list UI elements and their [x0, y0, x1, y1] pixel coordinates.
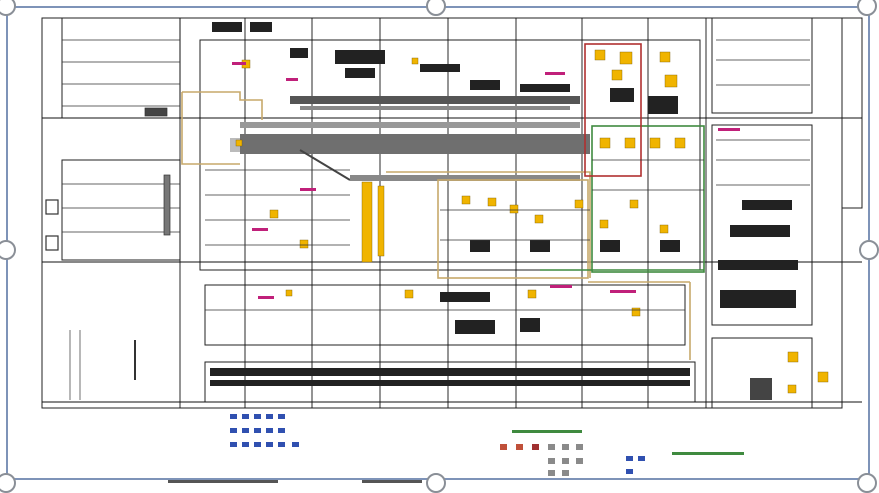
resize-handle-middle-right-icon[interactable]: [859, 240, 879, 260]
left-stair-core: [45, 39, 180, 400]
resize-handle-middle-left-icon[interactable]: [0, 240, 16, 260]
room-dividers: [205, 39, 810, 311]
bottom-legend-blue: [230, 414, 645, 474]
resize-handle-bottom-left-icon[interactable]: [0, 473, 16, 493]
resize-handle-top-right-icon[interactable]: [857, 0, 877, 16]
equipment-black: [210, 22, 798, 400]
process-corridor: [230, 96, 590, 181]
bottom-legend-center: [500, 444, 583, 476]
resize-handle-bottom-right-icon[interactable]: [857, 473, 877, 493]
zone-boundaries: [181, 43, 705, 360]
resize-handle-top-center-icon[interactable]: [426, 0, 446, 16]
resize-handle-top-left-icon[interactable]: [0, 0, 16, 16]
caption-bars: [168, 430, 744, 483]
building-outline: [41, 17, 863, 409]
equipment-yellow: [235, 49, 829, 394]
magenta-tags: [232, 62, 740, 299]
resize-handle-bottom-center-icon[interactable]: [426, 473, 446, 493]
